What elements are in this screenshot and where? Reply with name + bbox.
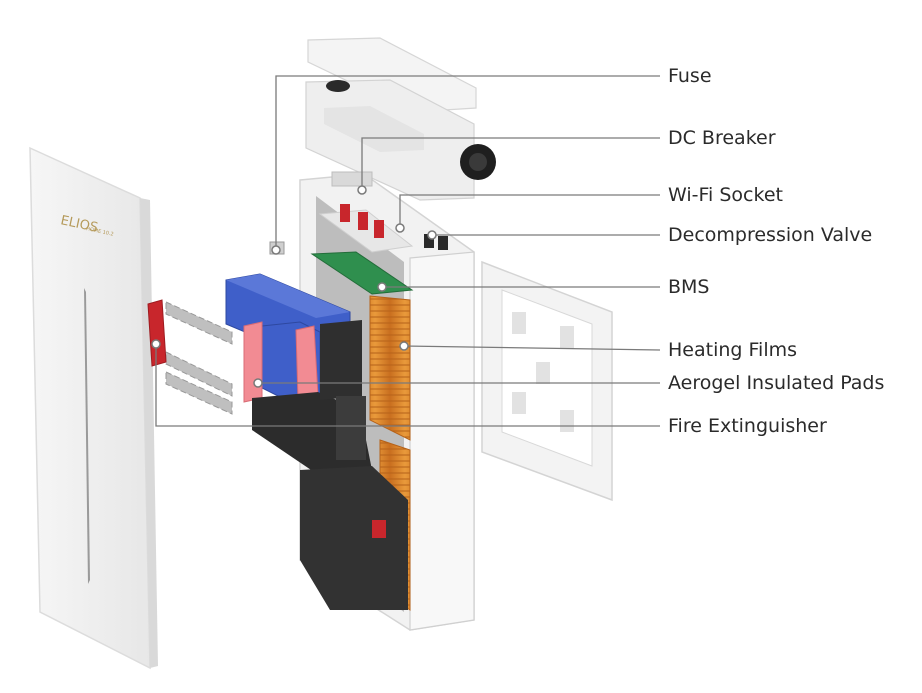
bus-bars bbox=[165, 301, 233, 415]
callout-label-decompression-valve: Decompression Valve bbox=[668, 224, 873, 246]
bms-board bbox=[310, 171, 414, 295]
callout-label-fire-extinguisher: Fire Extinguisher bbox=[668, 415, 827, 437]
top-cover bbox=[305, 37, 496, 201]
heating-films-leader-line bbox=[403, 345, 661, 351]
brand-logo-sub: HOME 10.2 bbox=[86, 226, 115, 238]
bms-marker bbox=[377, 282, 387, 292]
wifi-socket-marker bbox=[395, 223, 405, 233]
wifi-socket-leader-line bbox=[399, 194, 660, 228]
fire-extinguisher-marker bbox=[151, 339, 161, 349]
front-cover-panel: ELIOS HOME 10.2 bbox=[29, 146, 158, 670]
fire-extinguisher bbox=[147, 299, 167, 367]
battery-modules bbox=[252, 320, 408, 610]
leader-lines bbox=[151, 75, 661, 427]
fuse-marker bbox=[271, 245, 281, 255]
dc-breaker-leader-line bbox=[361, 137, 660, 190]
dc-breaker-marker bbox=[357, 185, 367, 195]
callout-label-heating-films: Heating Films bbox=[668, 339, 798, 361]
heating-films-marker bbox=[399, 341, 409, 351]
mounting-bracket bbox=[481, 260, 613, 502]
decompression-valve bbox=[424, 234, 448, 250]
callout-label-bms: BMS bbox=[668, 276, 710, 298]
decompression-valve-marker bbox=[427, 230, 437, 240]
callout-label-aerogel-pads: Aerogel Insulated Pads bbox=[668, 372, 885, 394]
fire-extinguisher-leader-line bbox=[155, 344, 660, 427]
aerogel-pads-marker bbox=[253, 378, 263, 388]
callout-label-fuse: Fuse bbox=[668, 65, 712, 87]
callout-label-dc-breaker: DC Breaker bbox=[668, 127, 776, 149]
fuse-leader-line bbox=[275, 75, 660, 250]
callout-label-wifi-socket: Wi-Fi Socket bbox=[668, 184, 783, 206]
